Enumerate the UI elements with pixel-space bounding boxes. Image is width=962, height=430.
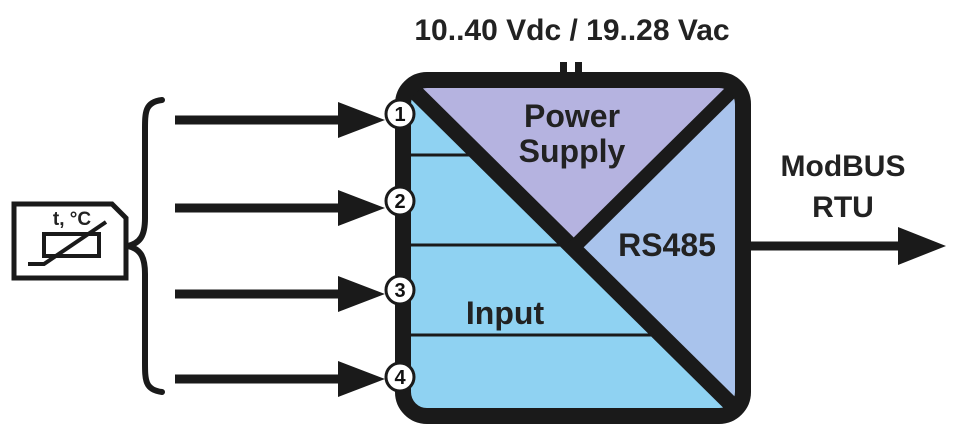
power-supply-section	[403, 80, 743, 248]
port-terminal-2: 2	[384, 185, 416, 217]
port-terminals: 1 2 3 4	[384, 98, 416, 393]
input-label: Input	[466, 295, 545, 331]
port-number-2: 2	[394, 191, 405, 213]
port-terminal-4: 4	[384, 361, 416, 393]
converter-module: Power Supply RS485 Input	[395, 72, 751, 424]
power-rs485-divider	[568, 80, 743, 253]
input-arrow-1	[175, 102, 385, 138]
port-terminal-3: 3	[384, 274, 416, 306]
sensor-label: t, °C	[53, 209, 91, 230]
power-supply-voltage-label: 10..40 Vdc / 19..28 Vac	[414, 14, 729, 47]
output-protocol-label-line2: RTU	[812, 191, 874, 224]
input-arrows	[175, 102, 385, 397]
input-arrow-2	[175, 190, 385, 226]
input-arrow-3	[175, 276, 385, 312]
power-supply-label-line1: Power	[524, 98, 620, 134]
input-brace	[127, 97, 165, 395]
port-terminal-1: 1	[384, 98, 416, 130]
rs485-label: RS485	[618, 227, 716, 263]
output-protocol-label-line1: ModBUS	[781, 150, 906, 183]
port-number-4: 4	[394, 367, 406, 389]
input-arrow-4	[175, 361, 385, 397]
port-number-1: 1	[394, 104, 405, 126]
temperature-sensor-icon: t, °C	[11, 201, 129, 281]
output-arrow	[743, 227, 946, 265]
power-supply-label-line2: Supply	[519, 133, 626, 169]
port-number-3: 3	[394, 280, 405, 302]
